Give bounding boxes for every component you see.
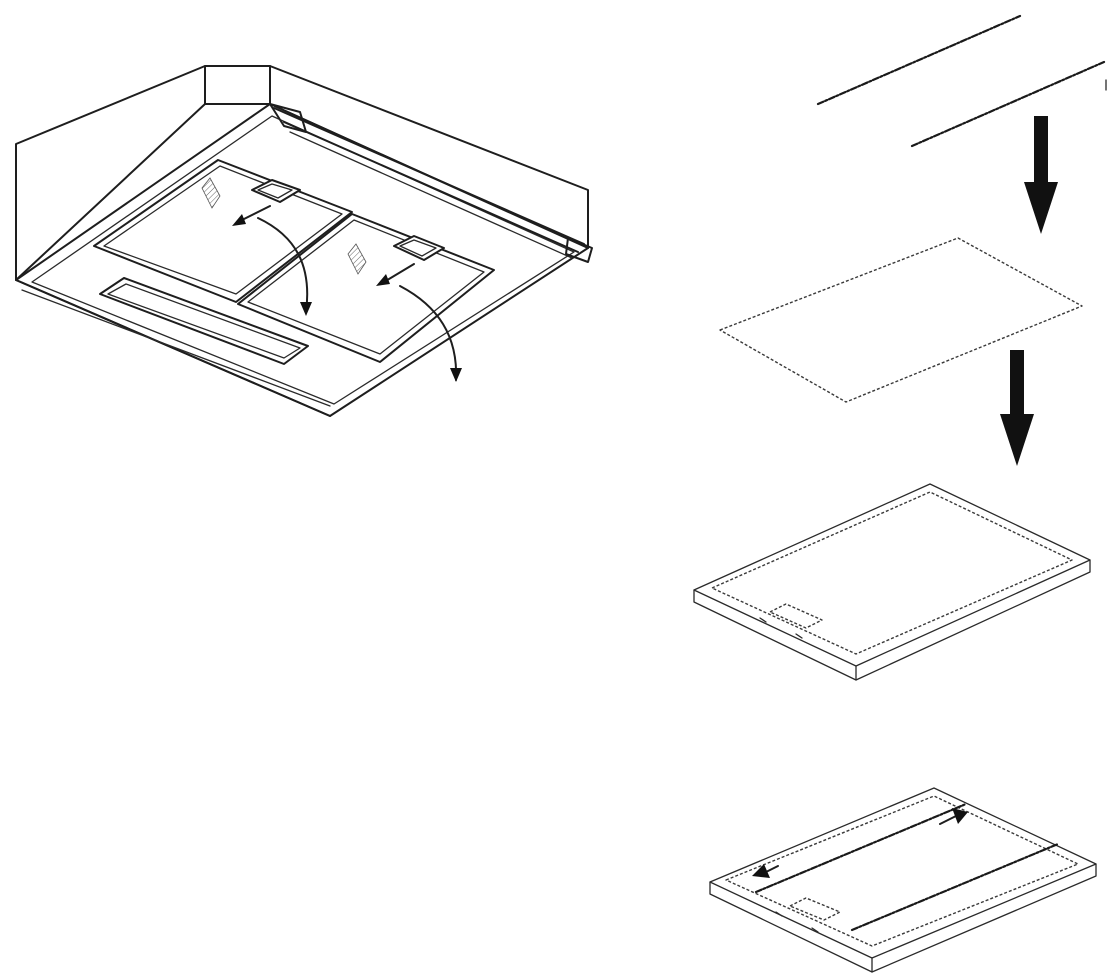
assembled-filter-icon [709,787,1097,973]
hood-light-lens [99,277,309,365]
range-hood-icon [15,65,593,417]
hood-filter-left-handle-inner [257,183,293,199]
retaining-wire-2 [910,60,1106,148]
pull-arrow-left-icon [232,205,271,226]
retaining-wire-1 [816,14,1022,106]
hood-rail-cap-left [269,103,307,133]
hood-light-lens-inner [107,283,301,359]
curved-arrow-icon-2 [399,285,462,382]
hood-filter-left-handle [251,179,301,203]
hood-filter-right-handle-inner [399,239,437,257]
curved-arrow-icon [257,217,312,316]
assembled-wire-1 [754,802,968,894]
assembled-wire-2 [850,842,1060,932]
filter-frame-icon [693,483,1091,681]
down-arrow-icon [1024,116,1058,234]
filter-mesh-icon-2 [347,243,367,275]
hood-filter-right-handle [393,235,445,261]
hood-underside-rim [31,115,575,405]
pull-arrow-right-icon [376,263,415,286]
hood-filter-right-inner [247,219,485,355]
hood-front-edge [15,279,331,417]
filter-mesh-icon [201,177,221,209]
hood-front-lip [21,289,331,407]
hood-rail-upper [273,107,585,245]
retaining-wire-icon [816,14,1107,148]
hood-back-top [204,65,271,105]
wire-arrow-left-icon [752,864,779,878]
wire-arrow-right-icon [939,808,968,825]
hood-rail-cap-right [565,237,593,263]
hood-filter-left-inner [103,165,343,295]
hood-rail-inner [289,131,573,259]
filter-mesh-sheet [719,237,1083,403]
hood-rail-lower [283,121,579,253]
down-arrow-icon-2 [1000,350,1034,466]
